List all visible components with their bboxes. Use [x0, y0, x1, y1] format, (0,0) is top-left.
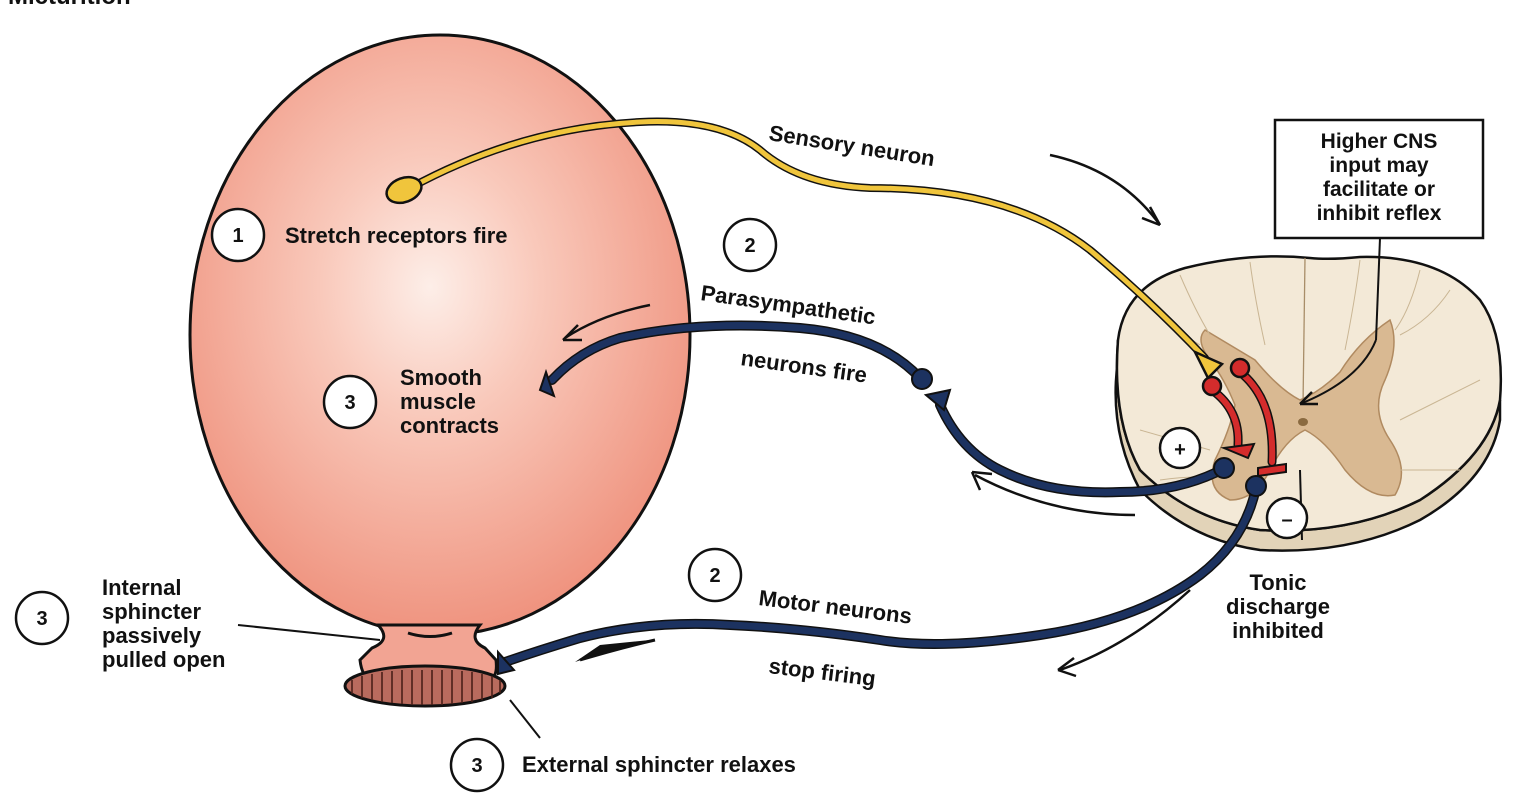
motor-cell-body [1246, 476, 1266, 496]
tonic-discharge-label-line-1: Tonic [1249, 570, 1306, 595]
central-canal [1298, 418, 1308, 426]
step-number-motor: 2 [709, 565, 720, 587]
sensory-neuron-label: Sensory neuron [767, 120, 936, 171]
postganglionic-cell-body [912, 369, 932, 389]
excitatory-sign: + [1174, 439, 1186, 461]
motor-direction-arrow-shaft [580, 640, 655, 660]
step-number-smooth-muscle: 3 [344, 392, 355, 414]
preganglionic-cell-body [1214, 458, 1234, 478]
external-sphincter-label: External sphincter relaxes [522, 752, 796, 777]
motor-neurons-label-line-1: Motor neurons [757, 585, 913, 629]
step-number-external-sphincter: 3 [471, 755, 482, 777]
internal-sphincter-label-line-2: sphincter [102, 599, 201, 624]
parasympathetic-label-line-2: neurons fire [739, 345, 868, 387]
inhibitory-interneuron-body [1231, 359, 1249, 377]
cns-line-4: inhibit reflex [1317, 202, 1442, 225]
external-sphincter [345, 666, 505, 706]
inhibitory-sign: – [1281, 509, 1292, 531]
tonic-discharge-label-line-2: discharge [1226, 594, 1330, 619]
stretch-receptors-label: Stretch receptors fire [285, 223, 508, 248]
step-number-parasympathetic: 2 [744, 235, 755, 257]
external-sphincter-leader [510, 700, 540, 738]
smooth-muscle-label-line-2: muscle [400, 389, 476, 414]
step-number-stretch: 1 [232, 225, 243, 247]
tonic-discharge-label-line-3: inhibited [1232, 618, 1324, 643]
cns-line-3: facilitate or [1323, 178, 1435, 201]
partial-title: Micturition [8, 0, 131, 10]
internal-sphincter-label-line-1: Internal [102, 575, 181, 600]
smooth-muscle-label-line-3: contracts [400, 413, 499, 438]
motor-neurons-label-line-2: stop firing [767, 653, 877, 691]
cns-line-1: Higher CNS [1321, 130, 1438, 153]
step-number-internal-sphincter: 3 [36, 608, 47, 630]
sensory-direction-arrow [1050, 155, 1160, 225]
excitatory-interneuron-body [1203, 377, 1221, 395]
internal-sphincter-label-line-3: passively [102, 623, 202, 648]
smooth-muscle-label-line-1: Smooth [400, 365, 482, 390]
cns-line-2: input may [1329, 154, 1428, 177]
internal-sphincter-label-line-4: pulled open [102, 647, 225, 672]
internal-sphincter-leader [238, 625, 380, 640]
